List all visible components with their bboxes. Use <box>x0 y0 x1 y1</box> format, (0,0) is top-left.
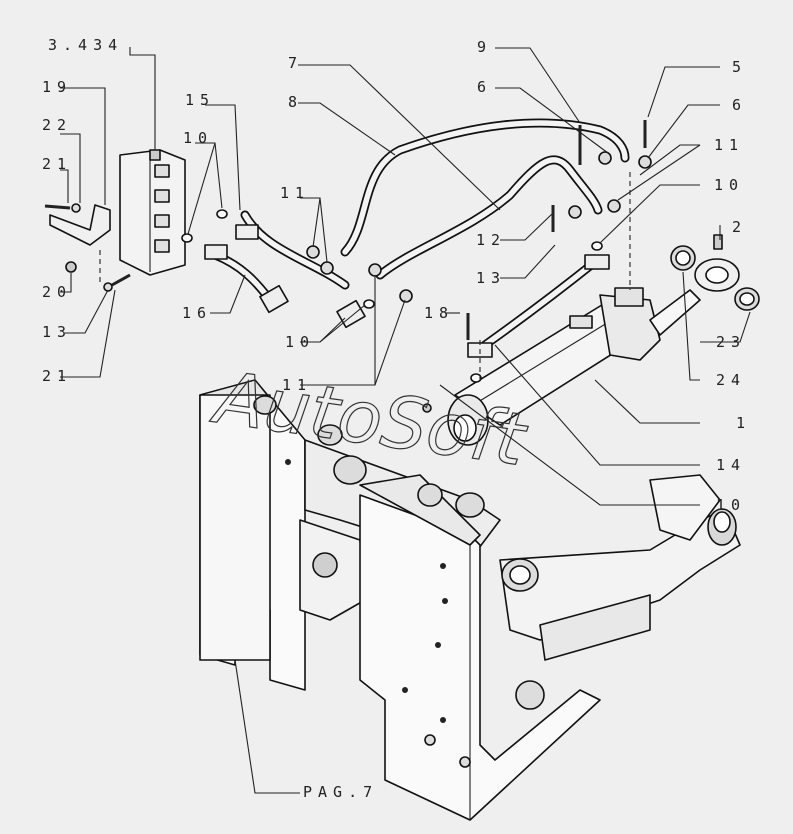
callout-11-right: 11 <box>714 136 744 154</box>
callout-11-mid: 11 <box>282 376 312 394</box>
callout-7: 7 <box>288 54 303 72</box>
small-parts <box>181 120 652 413</box>
callout-6-right: 6 <box>732 96 747 114</box>
callout-24: 24 <box>716 371 746 389</box>
callout-19: 19 <box>42 78 72 96</box>
callout-12: 12 <box>476 231 506 249</box>
callout-10-bottom: 10 <box>716 496 746 514</box>
callout-labels: 3.434 19 22 21 20 13 21 15 10 16 11 10 1… <box>42 36 751 801</box>
hydraulic-cylinder <box>447 234 760 446</box>
callout-8: 8 <box>288 93 303 111</box>
callout-21-bottom: 21 <box>42 367 72 385</box>
leader-lines <box>60 47 751 794</box>
valve-block <box>44 149 186 292</box>
callout-3-434: 3.434 <box>48 36 123 54</box>
hoses <box>204 118 630 358</box>
callout-10-valve: 10 <box>183 129 213 147</box>
page-reference: PAG.7 <box>303 783 378 801</box>
callout-1: 1 <box>736 414 751 432</box>
callout-22: 22 <box>42 116 72 134</box>
callout-5: 5 <box>732 58 747 76</box>
callout-9: 9 <box>477 38 492 56</box>
callout-13-left: 13 <box>42 323 72 341</box>
callout-13-right: 13 <box>476 269 506 287</box>
callout-18: 18 <box>424 304 454 322</box>
lift-frame-assembly <box>199 379 741 821</box>
callout-10-mid: 10 <box>285 333 315 351</box>
callout-10-right: 10 <box>714 176 744 194</box>
callout-11-left: 11 <box>280 184 310 202</box>
callout-6-left: 6 <box>477 78 492 96</box>
callout-2: 2 <box>732 218 747 236</box>
callout-21-top: 21 <box>42 155 72 173</box>
callout-23: 23 <box>716 333 746 351</box>
callout-15: 15 <box>185 91 215 109</box>
callout-16: 16 <box>182 304 212 322</box>
callout-14: 14 <box>716 456 746 474</box>
callout-20: 20 <box>42 283 72 301</box>
